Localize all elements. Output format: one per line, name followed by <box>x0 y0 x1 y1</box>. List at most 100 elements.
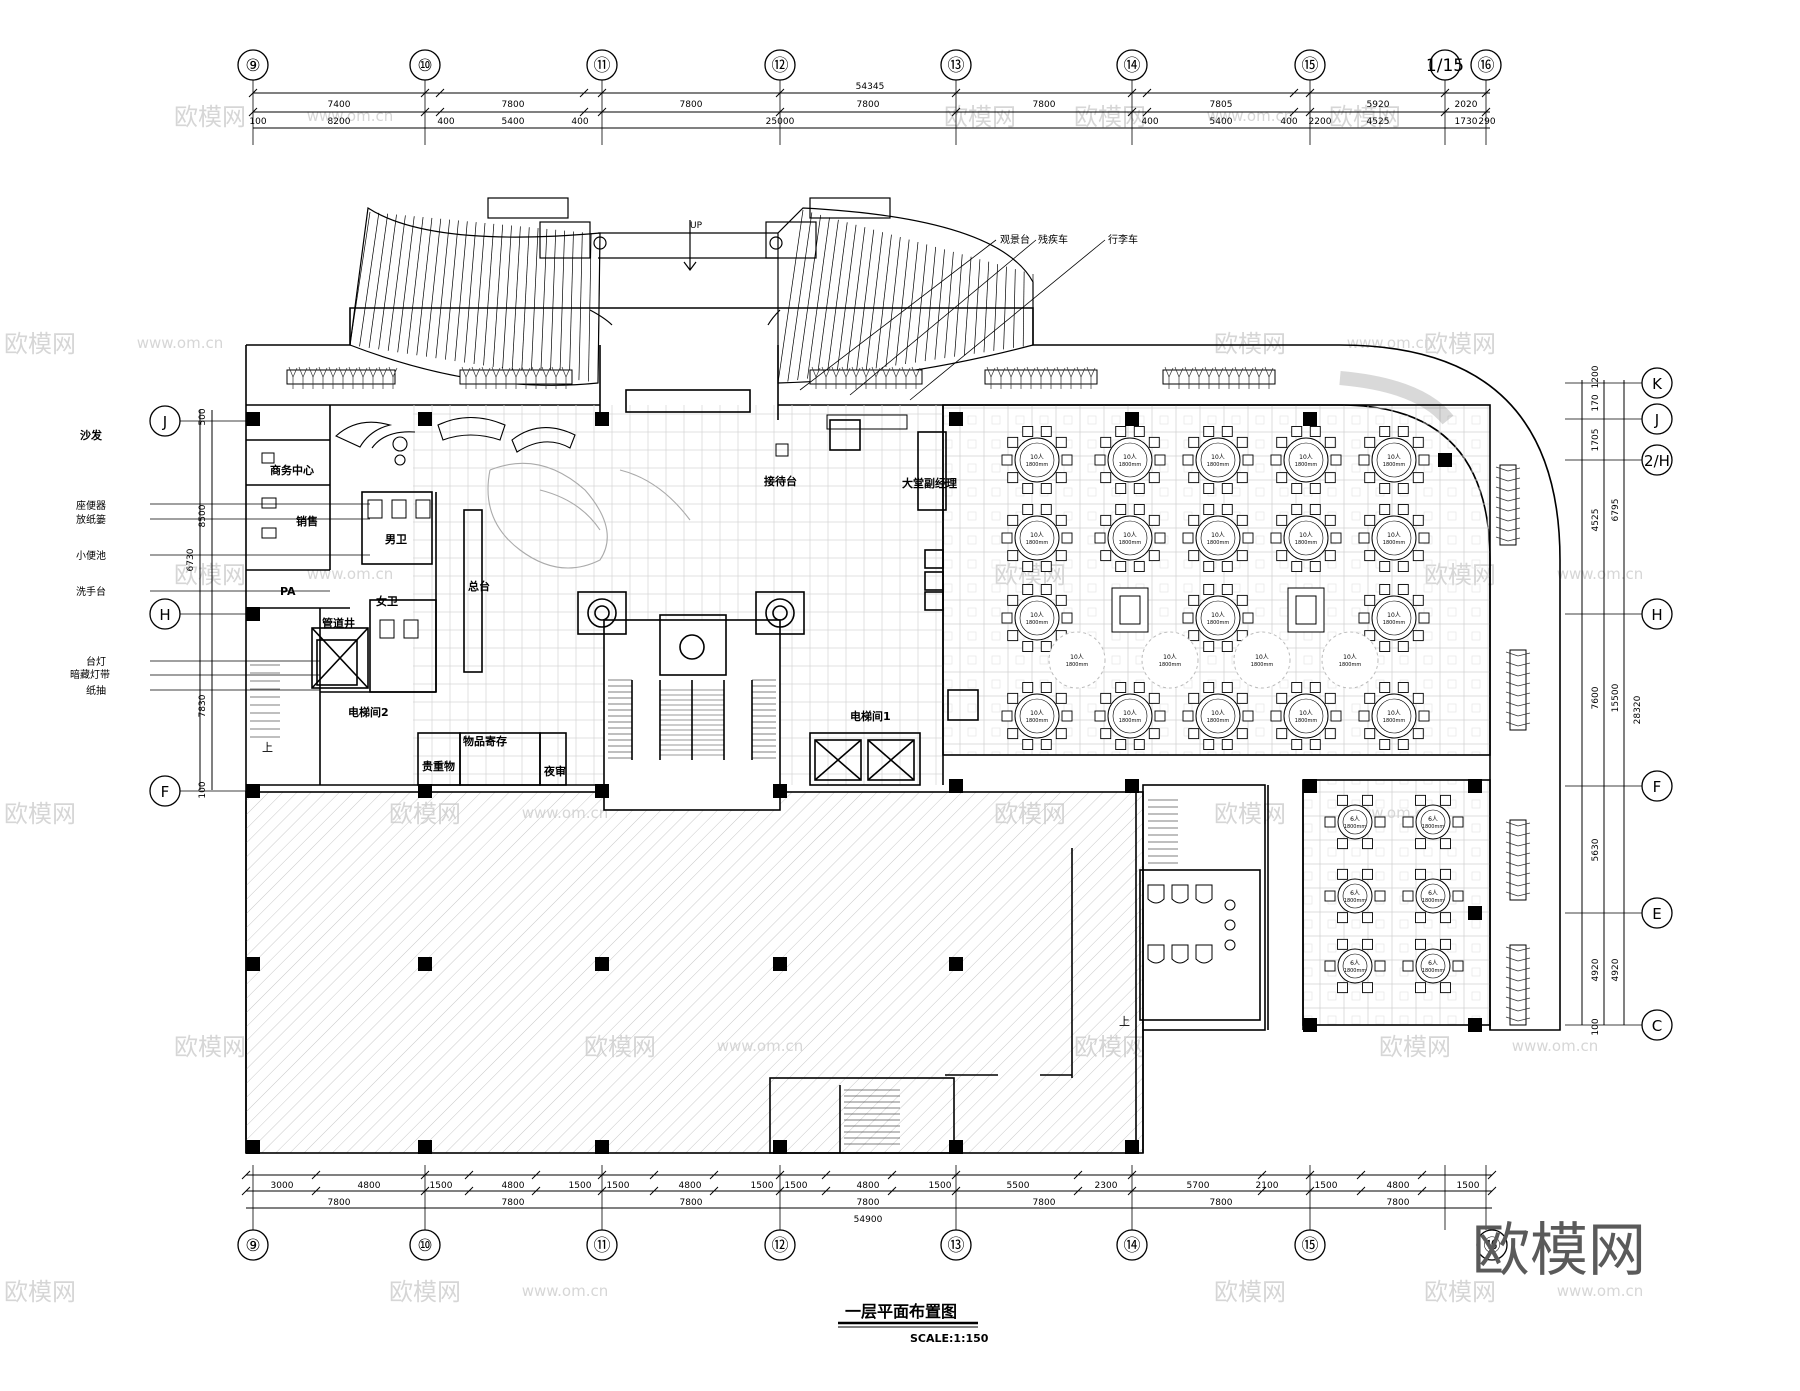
chair <box>1379 584 1391 595</box>
column <box>1468 906 1482 920</box>
pipe-shaft-label: 管道井 <box>322 616 355 630</box>
grid-bubble-2 <box>586 49 618 81</box>
grid-label-6: ⑮ <box>1302 1236 1319 1256</box>
chair <box>1148 436 1160 448</box>
chair <box>1415 912 1426 924</box>
grid-bubble-6 <box>1294 1229 1326 1261</box>
canopy-step <box>856 229 875 372</box>
chair <box>1440 938 1451 950</box>
sales-label: 销售 <box>296 514 318 528</box>
chair <box>1324 692 1336 704</box>
chair <box>1397 641 1409 652</box>
canopy-step <box>349 211 371 346</box>
chair <box>1188 692 1200 704</box>
toilet <box>1195 884 1213 904</box>
chair <box>1440 868 1451 880</box>
plant-leaf <box>1495 466 1521 472</box>
canopy-step <box>865 232 883 370</box>
chair <box>1203 739 1215 750</box>
chair <box>1221 426 1233 437</box>
basin <box>1224 899 1236 911</box>
dim-top-row1: 7400 <box>328 100 351 110</box>
dim-right-b: 15500 <box>1611 683 1621 712</box>
row-label: H <box>1651 606 1662 624</box>
table-top <box>1371 693 1417 739</box>
chair <box>1061 454 1073 466</box>
chair <box>1148 472 1160 484</box>
plant-leaf <box>1505 1016 1531 1022</box>
toilet <box>1171 944 1189 964</box>
table-inner <box>1200 520 1236 556</box>
planter-box <box>1509 944 1527 1026</box>
chair <box>1397 739 1409 750</box>
column <box>418 957 432 971</box>
dim-tick <box>649 1186 659 1196</box>
watermark-text: 欧模网 <box>1214 1278 1286 1306</box>
grid-label-4: ⑬ <box>948 1236 965 1256</box>
dim-tick <box>1487 1170 1497 1180</box>
chair <box>1412 630 1424 642</box>
watermark-text: 欧模网 <box>174 103 246 131</box>
chair <box>1055 436 1067 448</box>
table-top <box>1107 437 1153 483</box>
left-row-bubble <box>149 598 181 630</box>
column <box>1125 1140 1139 1154</box>
chair <box>1203 561 1215 572</box>
dim-tick <box>1073 1186 1083 1196</box>
dim-tick <box>1417 1170 1427 1180</box>
chair <box>1022 426 1034 437</box>
plant-leaf <box>511 366 521 389</box>
desk <box>261 527 277 539</box>
toilet <box>1147 944 1165 964</box>
plant-leaf <box>1505 956 1531 962</box>
table-label: 10人 <box>1123 532 1137 539</box>
valuables-label: 贵重物 <box>422 759 455 773</box>
dim-left: 500 <box>198 408 208 425</box>
column <box>246 607 260 621</box>
chair <box>1362 912 1373 924</box>
room-labels: 商务中心 销售 男卫 女卫 PA 管道井 电梯间2 电梯间1 贵重物 物品寄存 … <box>70 221 1138 1028</box>
table-label: 10人 <box>1123 454 1137 461</box>
watermark-url: www.om.cn <box>307 565 394 583</box>
dim-bottom-row1: 4800 <box>679 1181 702 1191</box>
buffet-station <box>1287 587 1325 633</box>
chair <box>1236 550 1248 562</box>
chair <box>1040 584 1052 595</box>
chair <box>1270 532 1282 544</box>
dim-tick <box>1289 88 1299 98</box>
dim-bottom-row1: 1500 <box>430 1181 453 1191</box>
chair <box>1055 514 1067 526</box>
chair <box>1358 454 1370 466</box>
chair <box>1440 838 1451 850</box>
canopy-step <box>787 212 813 382</box>
chair <box>1236 692 1248 704</box>
plant-leaf <box>1505 871 1531 877</box>
chair <box>1154 710 1166 722</box>
chair <box>1276 550 1288 562</box>
chair <box>1397 584 1409 595</box>
mens-wc-label: 男卫 <box>385 533 407 546</box>
buffet-frame <box>1287 587 1325 633</box>
table-dia: 1800mm <box>1066 662 1089 668</box>
table-dia: 1800mm <box>1344 968 1367 974</box>
table-label: 10人 <box>1299 710 1313 717</box>
planter <box>459 366 573 389</box>
table-label: 6人 <box>1350 816 1360 823</box>
chair <box>1022 739 1034 750</box>
plant-leaf <box>881 366 891 389</box>
canopy-step <box>387 215 406 351</box>
grid-label-6: ⑮ <box>1302 56 1319 76</box>
dim-tick <box>464 1170 474 1180</box>
dim-tick <box>1487 1186 1497 1196</box>
table-top <box>1014 515 1060 561</box>
table-inner <box>1342 883 1368 909</box>
dim-tick <box>1417 1186 1427 1196</box>
plant-leaf <box>1204 366 1214 389</box>
watermark-url: www.om.cn <box>1557 565 1644 583</box>
chair <box>1188 472 1200 484</box>
plant-leaf <box>561 366 571 389</box>
